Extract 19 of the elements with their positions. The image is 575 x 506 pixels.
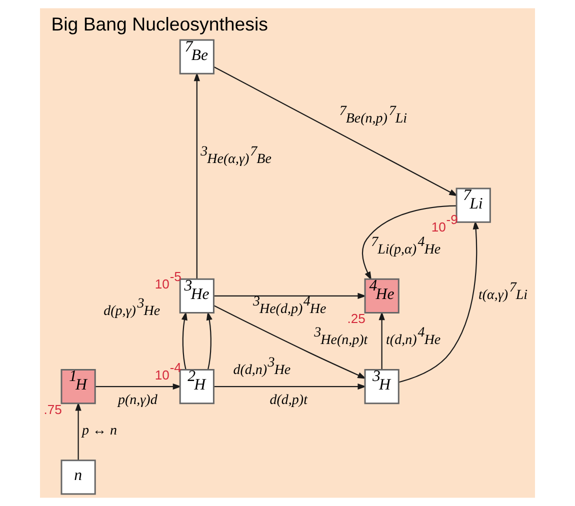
arrow — [194, 72, 200, 280]
node-label: .25 — [347, 311, 366, 326]
node-label: .75 — [44, 402, 62, 417]
edge-label: d(d,p)t — [270, 392, 308, 408]
arrow — [75, 402, 82, 460]
arrow — [214, 383, 366, 390]
node-box: n — [60, 460, 96, 495]
arrow — [214, 305, 366, 379]
edge-label: p(n,γ)d — [118, 392, 158, 408]
edge-label: p ↔ n — [82, 424, 118, 439]
arrow — [398, 220, 479, 383]
arrow — [214, 292, 366, 300]
arrow — [362, 205, 456, 280]
arrow — [206, 311, 212, 370]
arrow — [378, 311, 385, 370]
arrow — [95, 383, 182, 390]
arrow — [214, 66, 458, 196]
arrow — [181, 311, 188, 370]
diagram-title: Big Bang Nucleosynthesis — [51, 14, 268, 35]
